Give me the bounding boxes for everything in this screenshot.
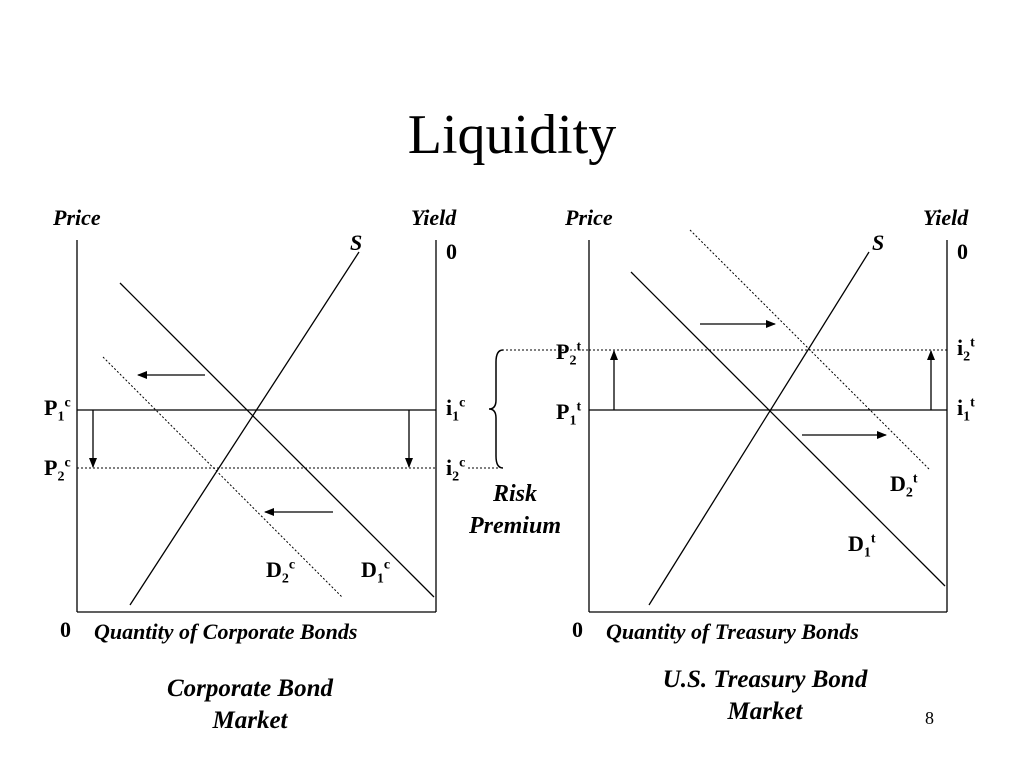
corp-supply-label: S (350, 230, 363, 255)
tres-price-axis-label: Price (565, 205, 613, 230)
tres-quantity-axis-label: Quantity of Treasury Bonds (606, 619, 859, 644)
corp-yield-axis-label: Yield (411, 205, 457, 230)
corp-quantity-axis-label: Quantity of Corporate Bonds (94, 619, 358, 644)
corp-origin-label: 0 (60, 617, 71, 642)
tres-supply-curve (648, 251, 870, 606)
corp-d1-label: D1c (361, 557, 391, 587)
corp-p1-label: P1c (44, 395, 71, 425)
tres-d1-label: D1t (848, 531, 876, 561)
tres-i2-label: i2t (957, 335, 975, 365)
corp-i2-label: i2c (446, 455, 466, 485)
corp-supply-curve (129, 251, 360, 606)
corp-market-caption: Corporate Bond Market (166, 675, 333, 734)
corp-demand-2-curve (102, 356, 343, 598)
risk-premium-bracket (468, 349, 590, 469)
corp-i1-label: i1c (446, 395, 466, 425)
tres-market-caption: U.S. Treasury Bond Market (662, 666, 868, 725)
tres-yield-zero-label: 0 (957, 239, 968, 264)
tres-i1-label: i1t (957, 395, 975, 425)
tres-demand-1-curve (630, 271, 946, 587)
tres-d2-label: D2t (890, 471, 918, 501)
slide-title: Liquidity (407, 104, 617, 166)
corp-p2-label: P2c (44, 455, 71, 485)
treasury-graph (588, 229, 948, 613)
corp-d2-label: D2c (266, 557, 296, 587)
tres-supply-label: S (872, 230, 885, 255)
corporate-graph (76, 240, 437, 613)
corp-demand-1-curve (119, 282, 435, 598)
tres-p2-label: P2t (556, 339, 582, 369)
corp-price-axis-label: Price (53, 205, 101, 230)
corp-yield-zero-label: 0 (446, 239, 457, 264)
risk-premium-brace (488, 349, 504, 469)
page-number: 8 (925, 708, 934, 728)
tres-origin-label: 0 (572, 617, 583, 642)
risk-premium-label: Risk Premium (468, 481, 561, 539)
tres-yield-axis-label: Yield (923, 205, 969, 230)
tres-p1-label: P1t (556, 399, 582, 429)
